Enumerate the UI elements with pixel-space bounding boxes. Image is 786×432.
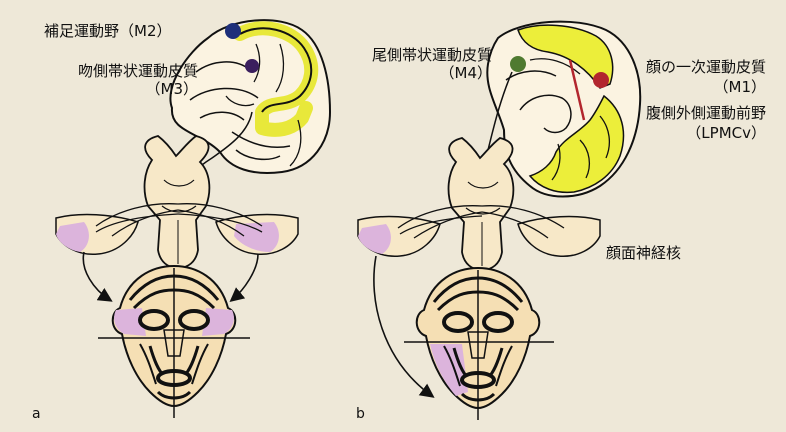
label-m1-line2: （M1） <box>590 78 766 96</box>
arrow-left-nucleus-to-face-a <box>83 252 110 300</box>
brainstem-a <box>145 136 210 268</box>
label-ccma-line2: （M4） <box>316 64 492 82</box>
panel-label-a: a <box>32 406 41 422</box>
brainstem-b <box>449 138 514 270</box>
label-ccma-line1: 尾側帯状運動皮質 <box>316 46 492 64</box>
label-sma: 補足運動野（M2） <box>44 22 172 40</box>
ccma-dot <box>510 56 526 72</box>
label-rcma-line2: （M3） <box>22 80 198 98</box>
sma-dot <box>225 23 241 39</box>
panel-label-b: b <box>356 406 365 422</box>
label-lpmcv-line1: 腹側外側運動前野 <box>590 104 766 122</box>
label-lpmcv-line2: （LPMCv） <box>590 124 766 142</box>
label-m1-line1: 顔の一次運動皮質 <box>590 58 766 76</box>
label-rcma-line1: 吻側帯状運動皮質 <box>22 62 198 80</box>
label-facial-nucleus: 顔面神経核 <box>606 244 681 262</box>
rcma-dot <box>245 59 259 73</box>
arrow-right-nucleus-to-face-a <box>232 254 258 300</box>
